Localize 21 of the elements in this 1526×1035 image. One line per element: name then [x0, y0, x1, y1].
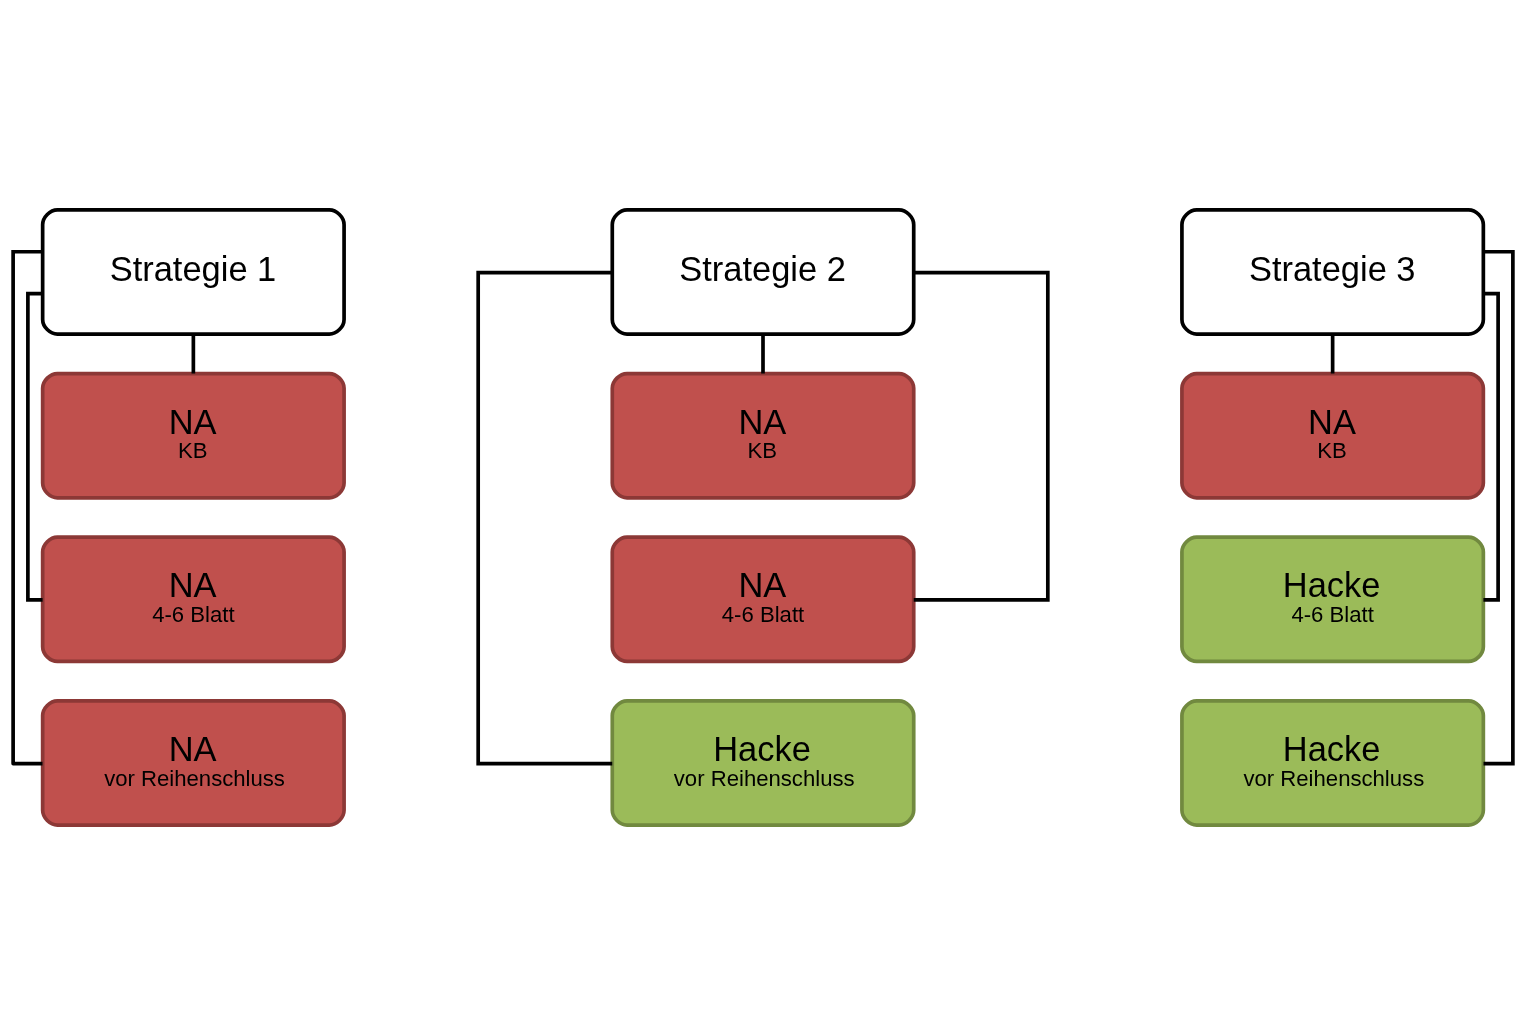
node-box: Hacke vor Reihenschluss	[610, 698, 916, 827]
connector	[1330, 334, 1335, 374]
node-box: NA KB	[610, 371, 916, 500]
node-box: NA KB	[40, 371, 346, 500]
connector	[191, 334, 196, 374]
node-box: NA KB	[1180, 371, 1486, 500]
connector	[1483, 249, 1515, 766]
node-box: NA vor Reihenschluss	[40, 698, 346, 827]
connector	[26, 291, 43, 602]
connector	[11, 249, 43, 766]
node-box: Strategie 3	[1180, 208, 1486, 337]
node-box: NA 4-6 Blatt	[610, 535, 916, 664]
connector	[913, 270, 1050, 602]
node-box: Hacke vor Reihenschluss	[1180, 698, 1486, 827]
node-box: Strategie 1	[40, 208, 346, 337]
node-box: Strategie 2	[610, 208, 916, 337]
connector	[1483, 291, 1500, 602]
connector	[761, 334, 765, 374]
node-box: NA 4-6 Blatt	[40, 535, 346, 664]
connector	[476, 270, 613, 766]
node-box: Hacke 4-6 Blatt	[1180, 535, 1486, 664]
